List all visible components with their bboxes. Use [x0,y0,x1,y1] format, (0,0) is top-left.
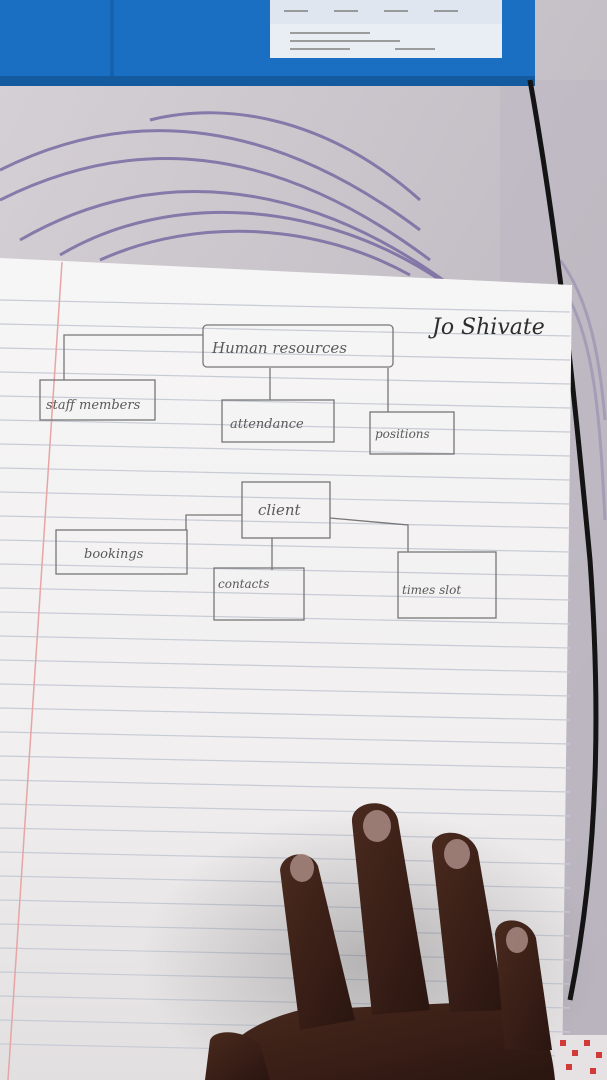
node-client-box [241,481,331,539]
hand [205,803,555,1080]
node-bookings-box [55,529,188,575]
fingernails [290,810,528,953]
margin-line [7,261,63,1080]
node-contacts-box [213,567,305,621]
node-client: client [258,501,302,519]
node-positions: positions [375,427,430,441]
node-staff-members: staff members [46,398,141,413]
cable [527,79,599,1001]
laptop [0,0,535,86]
node-bookings: bookings [84,547,144,562]
diagram [39,324,497,621]
node-positions-box [369,411,455,455]
node-attendance: attendance [230,417,304,432]
node-human-resources-box [202,324,394,368]
node-staff-members-box [39,379,156,421]
node-attendance-box [221,399,335,443]
node-contacts: contacts [218,577,269,591]
node-times-slot: times slot [402,583,461,597]
node-human-resources: Human resources [211,339,347,357]
signature: Jo Shivate [428,315,545,340]
corner-fabric [555,1035,607,1080]
node-times-slot-box [397,551,497,619]
